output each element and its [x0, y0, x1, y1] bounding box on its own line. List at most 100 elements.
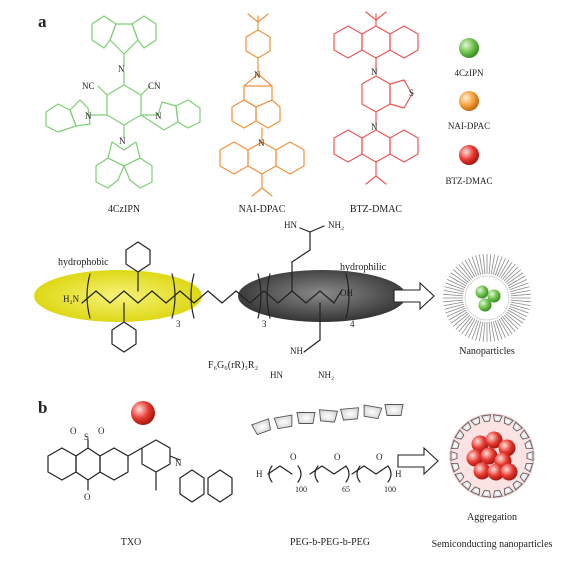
micelle-ray	[464, 318, 476, 337]
hydrophilic-ellipse	[238, 270, 406, 322]
micelle-ray	[444, 286, 464, 293]
hydrophilic-label: hydrophilic	[340, 262, 387, 273]
peptide-sub-3a: 3	[176, 319, 181, 329]
micelle-ray	[471, 320, 480, 340]
micelle-ray	[502, 264, 516, 280]
micelle-ray	[445, 282, 465, 291]
peptide-sub-4: 4	[350, 319, 355, 329]
semiconducting-caption: Semiconducting nanoparticles	[432, 539, 553, 550]
micelle-ray	[502, 316, 516, 332]
micelle-ray	[500, 261, 513, 279]
red-core-sphere	[498, 439, 516, 457]
legend-label-btz-dmac: BTZ-DMAC	[446, 176, 493, 186]
polymer-cup-icon	[481, 414, 492, 423]
red-core-sphere	[500, 463, 518, 481]
polymer-cup-icon	[363, 404, 383, 420]
panel-a-label: a	[38, 12, 47, 31]
micelle-ray	[510, 301, 531, 307]
peg-sub-2: 65	[342, 485, 350, 494]
red-core-sphere	[473, 462, 491, 480]
polymer-cup-icon	[470, 486, 481, 496]
red-core-sphere	[466, 449, 484, 467]
micelle-ray	[478, 254, 484, 275]
micelle-ray	[455, 266, 471, 282]
micelle-ray	[506, 311, 524, 324]
micelle-ray	[450, 272, 468, 285]
micelle-ray	[461, 261, 474, 279]
molecule-name-btz-dmac: BTZ-DMAC	[350, 204, 403, 215]
molecule-name-4czipn: 4CzIPN	[108, 204, 140, 215]
txo-o-bottom: O	[84, 492, 91, 502]
txo-o-right: O	[98, 426, 105, 436]
micelle-ray	[468, 319, 478, 339]
micelle-ray	[500, 317, 513, 335]
micelle-ray	[509, 305, 529, 314]
4czipn-n-right: N	[155, 111, 162, 121]
peg-o-3: O	[376, 452, 383, 462]
legend-sphere-4czipn	[459, 38, 479, 58]
micelle-ray	[510, 286, 530, 293]
micelle-ray	[482, 321, 486, 342]
molecule-name-nai-dpac: NAI-DPAC	[239, 204, 286, 215]
polymer-cup-icon	[319, 409, 339, 423]
peptide-formula: F₆G₆(rR)₃R₂	[208, 360, 258, 371]
micelle-ray	[461, 317, 474, 335]
micelle-ray	[448, 309, 467, 321]
txo-red-sphere	[131, 401, 155, 425]
txo-o-left: O	[70, 426, 77, 436]
micelle-ray	[448, 275, 467, 287]
legend-label-nai-dpac: NAI-DPAC	[448, 121, 490, 131]
semiconducting-nanoparticle	[449, 413, 535, 499]
micelle-ray	[507, 309, 526, 321]
polymer-cup-icon	[450, 439, 460, 450]
micelle-ray	[458, 316, 472, 332]
nai-dpac-structure	[219, 13, 305, 197]
txo-structure	[47, 439, 233, 503]
aggregation-label: Aggregation	[467, 512, 517, 523]
micelle-ray	[494, 256, 503, 276]
peg-h-right: H	[395, 469, 402, 479]
peptide-backbone	[81, 225, 350, 353]
micelle-ray	[443, 293, 464, 297]
btz-dmac-structure	[333, 11, 419, 185]
peg-sub-3: 100	[384, 485, 396, 494]
peg-h-left: H	[256, 469, 263, 479]
micelle-ray	[509, 282, 529, 291]
polymer-cup-icon	[503, 486, 514, 496]
polymer-cup-icon	[492, 414, 503, 423]
btz-dmac-s-label: S	[409, 88, 414, 98]
micelle-ray	[494, 320, 503, 340]
red-core-sphere	[485, 431, 503, 449]
micelle-ray	[453, 269, 469, 283]
polymer-cup-icon	[470, 416, 481, 426]
micelle-ray	[505, 269, 521, 283]
polymer-label: PEG-b-PEG-b-PEG	[290, 537, 370, 548]
micelle-ray	[510, 289, 531, 295]
peptide-diagram: hydrophobic hydrophilic H₂N 3 3 4 OH HN …	[34, 220, 406, 380]
micelle-ray	[503, 266, 519, 282]
peg-o-1: O	[290, 452, 297, 462]
micelle-ray	[446, 279, 466, 289]
micelle-ray	[510, 299, 531, 303]
micelle-ray	[443, 301, 464, 307]
micelle-ray	[498, 259, 510, 278]
polymer-cup-icon	[524, 439, 534, 450]
micelle-ray	[490, 321, 496, 342]
micelle-ray	[508, 279, 528, 289]
arg-hn-top: HN	[284, 220, 297, 230]
micelle-ray	[498, 318, 510, 337]
nanoparticle-label: Nanoparticles	[459, 346, 515, 357]
btz-dmac-n-bottom: N	[371, 122, 378, 132]
micelle-ray	[510, 293, 531, 297]
micelle-ray	[450, 311, 468, 324]
polymer-cup-icon	[384, 404, 404, 416]
panel-b-label: b	[38, 398, 47, 417]
micelle-ray	[475, 255, 482, 275]
micelle-ray	[488, 254, 492, 275]
peg-sub-1: 100	[295, 485, 307, 494]
polymer-cup-icon	[454, 472, 465, 483]
micelle-ray	[496, 319, 506, 339]
polymer-cup-icon	[450, 462, 460, 473]
arrow-b	[397, 446, 439, 476]
polymer-cup-icon	[339, 407, 359, 421]
